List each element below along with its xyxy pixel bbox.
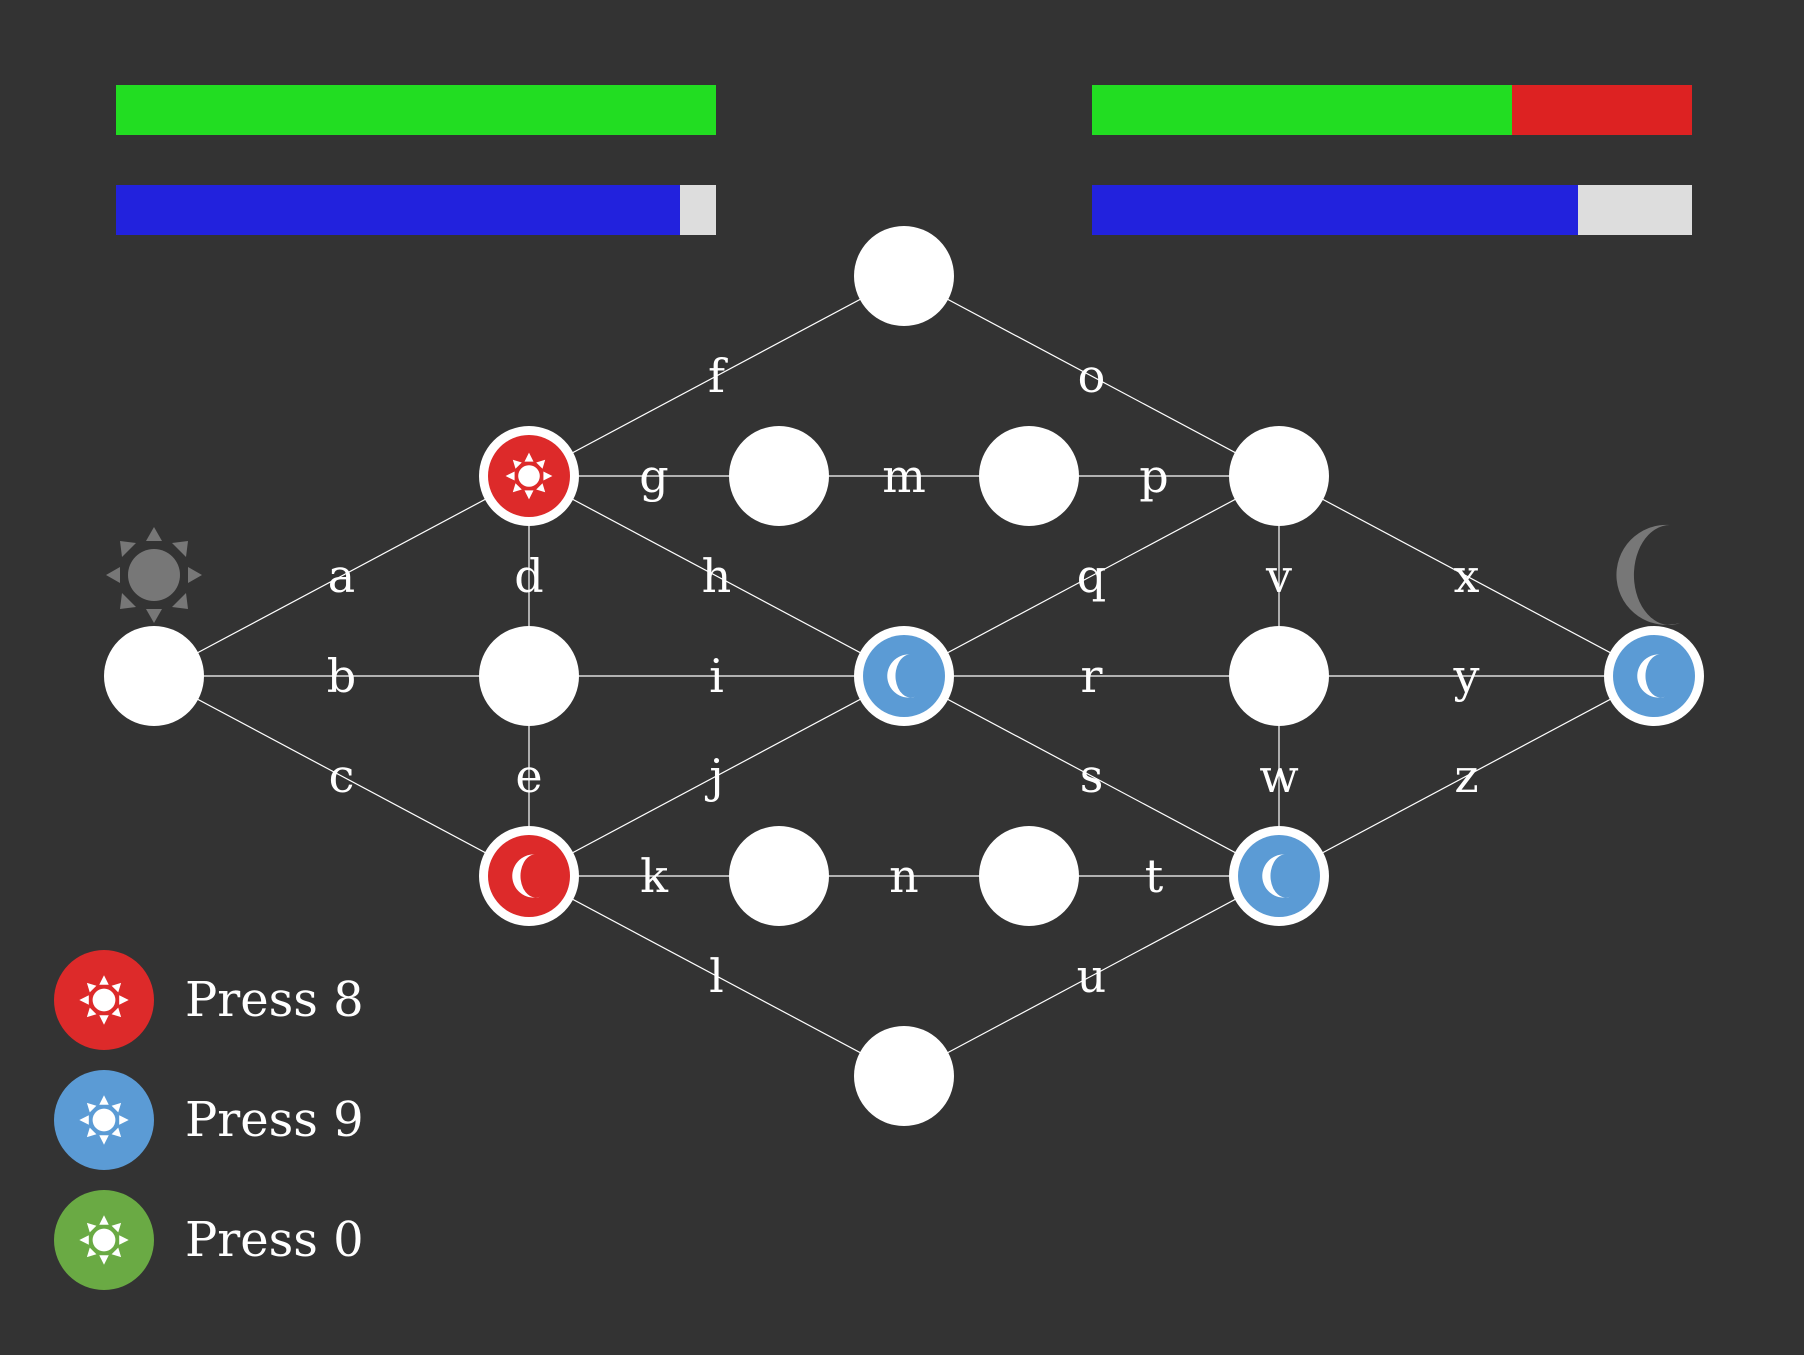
edge-label-w: w bbox=[1259, 749, 1298, 803]
edge-label-v: v bbox=[1265, 549, 1292, 603]
node-ur[interactable] bbox=[1229, 426, 1329, 526]
edge-label-e: e bbox=[515, 749, 542, 803]
edge-o[interactable] bbox=[903, 275, 1280, 477]
edge-label-a: a bbox=[328, 549, 355, 603]
edge-label-l: l bbox=[709, 949, 724, 1003]
player-right-indicator-moon-icon bbox=[1616, 524, 1680, 625]
node-top[interactable] bbox=[854, 226, 954, 326]
edge-label-u: u bbox=[1077, 949, 1107, 1003]
player-left-mana-bar bbox=[116, 185, 680, 235]
moon-icon bbox=[887, 654, 915, 698]
legend: Press 8 Press 9 Press 0 bbox=[54, 950, 364, 1290]
node-lr[interactable] bbox=[1229, 826, 1329, 926]
node-ul[interactable] bbox=[479, 426, 579, 526]
player-left-indicator-sun-icon bbox=[106, 527, 202, 623]
edge-label-t: t bbox=[1145, 849, 1164, 903]
node-bm2[interactable] bbox=[979, 826, 1079, 926]
node-ml[interactable] bbox=[479, 626, 579, 726]
edge-l[interactable] bbox=[528, 875, 905, 1077]
node-tm2[interactable] bbox=[979, 426, 1079, 526]
edge-label-g: g bbox=[639, 449, 668, 503]
edge-label-n: n bbox=[889, 849, 919, 903]
legend-item-red: Press 8 bbox=[54, 950, 364, 1050]
sun-icon bbox=[79, 1215, 129, 1265]
edge-h[interactable] bbox=[528, 475, 905, 677]
legend-label: Press 8 bbox=[185, 972, 364, 1028]
edge-label-s: s bbox=[1080, 749, 1104, 803]
edge-label-i: i bbox=[709, 649, 724, 703]
edge-z[interactable] bbox=[1278, 675, 1655, 877]
moon-icon bbox=[512, 854, 540, 898]
node-center[interactable] bbox=[854, 626, 954, 726]
edge-s[interactable] bbox=[903, 675, 1280, 877]
edge-f[interactable] bbox=[528, 275, 905, 477]
edge-u[interactable] bbox=[903, 875, 1280, 1077]
edge-label-k: k bbox=[640, 849, 669, 903]
moon-icon bbox=[1637, 654, 1665, 698]
edge-label-h: h bbox=[702, 549, 732, 603]
node-bottom[interactable] bbox=[854, 1026, 954, 1126]
edge-a[interactable] bbox=[153, 475, 530, 677]
node-left[interactable] bbox=[104, 626, 204, 726]
edge-label-c: c bbox=[329, 749, 355, 803]
player-left-health-bar bbox=[116, 85, 716, 135]
edge-label-q: q bbox=[1077, 549, 1106, 603]
player-right-mana-bar bbox=[1092, 185, 1578, 235]
node-tm1[interactable] bbox=[729, 426, 829, 526]
edge-x[interactable] bbox=[1278, 475, 1655, 677]
edge-label-d: d bbox=[514, 549, 543, 603]
edge-label-x: x bbox=[1454, 549, 1480, 603]
sun-icon bbox=[505, 452, 553, 500]
edge-c[interactable] bbox=[153, 675, 530, 877]
node-mr[interactable] bbox=[1229, 626, 1329, 726]
legend-item-blue: Press 9 bbox=[54, 1070, 364, 1170]
edge-j[interactable] bbox=[528, 675, 905, 877]
legend-label: Press 0 bbox=[185, 1212, 364, 1268]
player-left-status bbox=[116, 85, 716, 235]
nodes-layer bbox=[104, 226, 1704, 1126]
legend-item-green: Press 0 bbox=[54, 1190, 364, 1290]
moon-icon bbox=[1262, 854, 1290, 898]
sun-icon bbox=[79, 975, 129, 1025]
edge-q[interactable] bbox=[903, 475, 1280, 677]
legend-label: Press 9 bbox=[185, 1092, 364, 1148]
edge-label-r: r bbox=[1081, 649, 1103, 703]
player-right-status bbox=[1092, 85, 1692, 235]
edge-label-b: b bbox=[327, 649, 356, 703]
edge-label-z: z bbox=[1454, 749, 1478, 803]
player-right-health-bar bbox=[1092, 85, 1512, 135]
edge-label-o: o bbox=[1078, 349, 1106, 403]
sun-icon bbox=[79, 1095, 129, 1145]
node-right[interactable] bbox=[1604, 626, 1704, 726]
edge-label-j: j bbox=[704, 749, 723, 803]
node-bm1[interactable] bbox=[729, 826, 829, 926]
edge-label-f: f bbox=[708, 349, 728, 403]
edge-label-y: y bbox=[1453, 649, 1480, 703]
edge-label-p: p bbox=[1139, 449, 1168, 503]
node-ll[interactable] bbox=[479, 826, 579, 926]
edge-label-m: m bbox=[882, 449, 926, 503]
